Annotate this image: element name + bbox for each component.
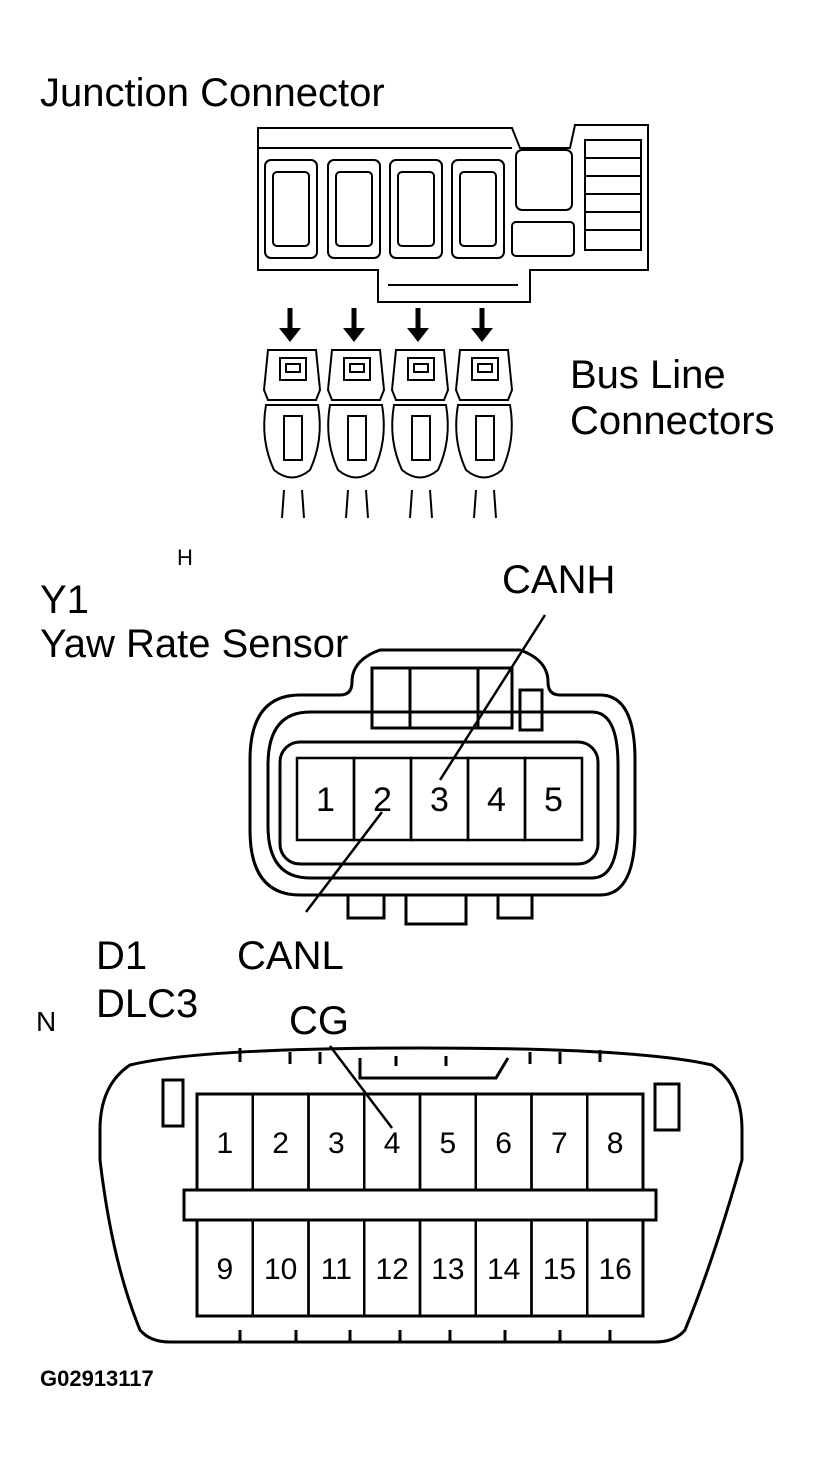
dlc-pin-label: 6 [495, 1127, 512, 1160]
dlc-pin-label: 14 [487, 1253, 520, 1286]
cg-label: CG [289, 999, 349, 1043]
dlc-pin-9: 9 [195, 1218, 254, 1318]
junction-socket-3 [389, 159, 443, 259]
yaw-sensor-code: Y1 [40, 578, 89, 622]
figure-code: G02913117 [40, 1366, 154, 1391]
yaw-pin-3: 3 [409, 756, 470, 842]
dlc-pin-label: 2 [272, 1127, 289, 1160]
yaw-pin-label: 5 [544, 781, 563, 819]
yaw-pin-label: 4 [487, 781, 506, 819]
yaw-sensor-marker: H [177, 545, 193, 570]
dlc-marker: N [36, 1006, 57, 1037]
dlc-bottom-pin-row: 9 10 11 12 13 14 15 16 [195, 1218, 645, 1318]
dlc-pin-label: 16 [598, 1253, 631, 1286]
dlc-pin-label: 13 [431, 1253, 464, 1286]
yaw-pin-1: 1 [295, 756, 356, 842]
yaw-pin-label: 3 [430, 781, 449, 819]
dlc-pin-label: 5 [440, 1127, 457, 1160]
dlc-pin-label: 9 [217, 1253, 234, 1286]
dlc-pin-14: 14 [474, 1218, 533, 1318]
dlc-pin-label: 4 [384, 1127, 401, 1160]
dlc-pin-5: 5 [418, 1092, 477, 1192]
bus-line-label-line1: Bus Line [570, 353, 726, 397]
junction-socket-2 [327, 159, 381, 259]
yaw-pin-label: 1 [316, 781, 335, 819]
yaw-pin-4: 4 [466, 756, 527, 842]
dlc-pin-label: 15 [543, 1253, 576, 1286]
dlc-pin-15: 15 [530, 1218, 589, 1318]
dlc-pin-label: 7 [551, 1127, 568, 1160]
dlc-pin-8: 8 [586, 1092, 645, 1192]
dlc-pin-label: 10 [264, 1253, 297, 1286]
dlc-pin-label: 11 [321, 1253, 352, 1286]
dlc-pin-label: 12 [375, 1253, 408, 1286]
dlc-top-pin-row: 1 2 3 4 5 6 7 8 [195, 1092, 645, 1192]
cg-leader-line [329, 1045, 393, 1129]
dlc-pin-10: 10 [251, 1218, 310, 1318]
yaw-pin-5: 5 [523, 756, 584, 842]
insertion-arrows [279, 308, 493, 342]
yaw-pin-label: 2 [373, 781, 392, 819]
yaw-rate-sensor-connector [248, 648, 637, 926]
dlc-pin-12: 12 [363, 1218, 422, 1318]
dlc-pin-label: 3 [328, 1127, 345, 1160]
dlc-pin-11: 11 [307, 1218, 366, 1318]
junction-socket-1 [264, 159, 318, 259]
yaw-pin-2: 2 [352, 756, 413, 842]
junction-connector-drawing [257, 124, 649, 303]
bus-line-connectors-drawing [262, 349, 514, 519]
dlc-pin-7: 7 [530, 1092, 589, 1192]
dlc-name: DLC3 [96, 982, 199, 1026]
canl-leader-line [305, 811, 383, 913]
dlc-pin-2: 2 [251, 1092, 310, 1192]
dlc-pin-3: 3 [307, 1092, 366, 1192]
dlc-pin-16: 16 [586, 1218, 645, 1318]
dlc-pin-label: 1 [217, 1127, 234, 1160]
dlc-code: D1 [96, 934, 148, 978]
leader-lines [305, 614, 547, 1129]
canh-leader-line [438, 614, 547, 781]
dlc-pin-1: 1 [195, 1092, 254, 1192]
canh-label: CANH [502, 558, 616, 602]
dlc-pin-6: 6 [474, 1092, 533, 1192]
dlc-pin-4: 4 [363, 1092, 422, 1192]
dlc-pin-13: 13 [418, 1218, 477, 1318]
junction-socket-4 [451, 159, 505, 259]
junction-connector-title: Junction Connector [40, 71, 385, 115]
dlc-pin-label: 8 [607, 1127, 624, 1160]
bus-line-label-line2: Connectors [570, 399, 775, 443]
yaw-sensor-name: Yaw Rate Sensor [40, 622, 349, 666]
canl-label: CANL [237, 934, 344, 978]
